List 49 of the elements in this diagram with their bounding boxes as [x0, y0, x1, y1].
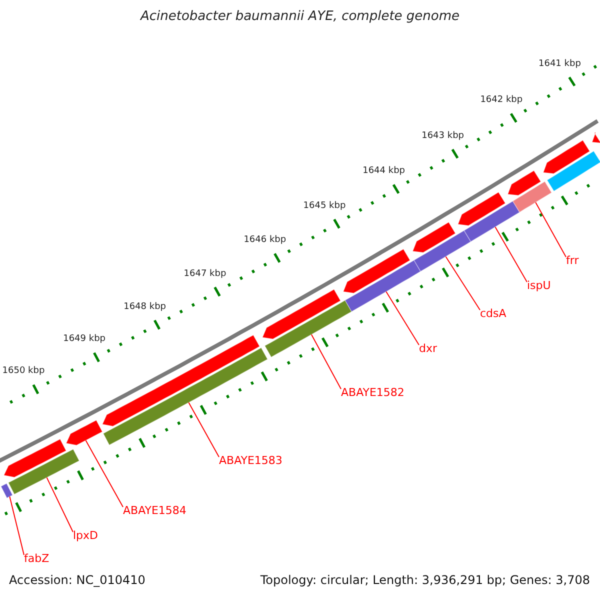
gene-bar: [0, 482, 14, 499]
gene-segment: [457, 192, 506, 226]
scale-label: 1644 kbp: [362, 167, 405, 177]
leader-line: [310, 334, 342, 390]
leader-line: [9, 496, 24, 556]
gene-label: ABAYE1582: [341, 387, 404, 400]
gene-label: frr: [566, 255, 579, 268]
scale-label: 1645 kbp: [303, 202, 346, 212]
scale-label: 1643 kbp: [422, 132, 464, 142]
genome-summary: Topology: circular; Length: 3,936,291 bp; Genes: 3,708: [260, 574, 590, 588]
scale-label: 1647 kbp: [184, 270, 226, 280]
gene-segment: [412, 222, 456, 253]
gene-segment: [342, 248, 411, 294]
leader-line: [445, 256, 480, 310]
leader-line: [85, 440, 124, 508]
gene-bar: [102, 347, 268, 446]
leader-line: [46, 477, 74, 532]
scale-label: 1650 kbp: [2, 367, 45, 378]
leader-line: [386, 291, 420, 346]
gene-label: ABAYE1583: [219, 455, 282, 468]
gene-bar: [264, 300, 352, 358]
scale-label: 1646 kbp: [244, 236, 286, 246]
gene-segment: [507, 170, 542, 196]
scale-label: 1641 kbp: [538, 60, 581, 70]
gene-label: dxr: [419, 343, 438, 356]
accession-text: Accession: NC_010410: [9, 574, 146, 588]
gene-label: lpxD: [73, 530, 98, 542]
gene-bar: [8, 448, 80, 495]
scale-label: 1649 kbp: [63, 335, 106, 346]
gene-label: cdsA: [480, 308, 506, 320]
gene-label: ispU: [527, 280, 551, 292]
gene-bar: [464, 200, 520, 242]
gene-bar: [413, 230, 472, 272]
gene-bar: [344, 260, 422, 312]
gene-segment: [66, 420, 103, 446]
gene-segment: [262, 288, 342, 340]
scale-label: 1642 kbp: [480, 96, 523, 106]
gene-label: ABAYE1584: [123, 505, 186, 518]
leader-line: [535, 202, 566, 258]
gene-label: fabZ: [24, 553, 50, 566]
gene-bar: [512, 180, 552, 213]
scale-label: 1648 kbp: [124, 302, 166, 313]
diagram-title: Acinetobacter baumannii AYE, complete genome: [139, 10, 461, 24]
gene-segment: [3, 438, 67, 478]
leader-line: [188, 402, 220, 458]
gene-bar: [546, 150, 600, 192]
gene-segment: [542, 140, 590, 174]
leader-line: [494, 226, 528, 282]
gene-segment: [592, 131, 600, 144]
